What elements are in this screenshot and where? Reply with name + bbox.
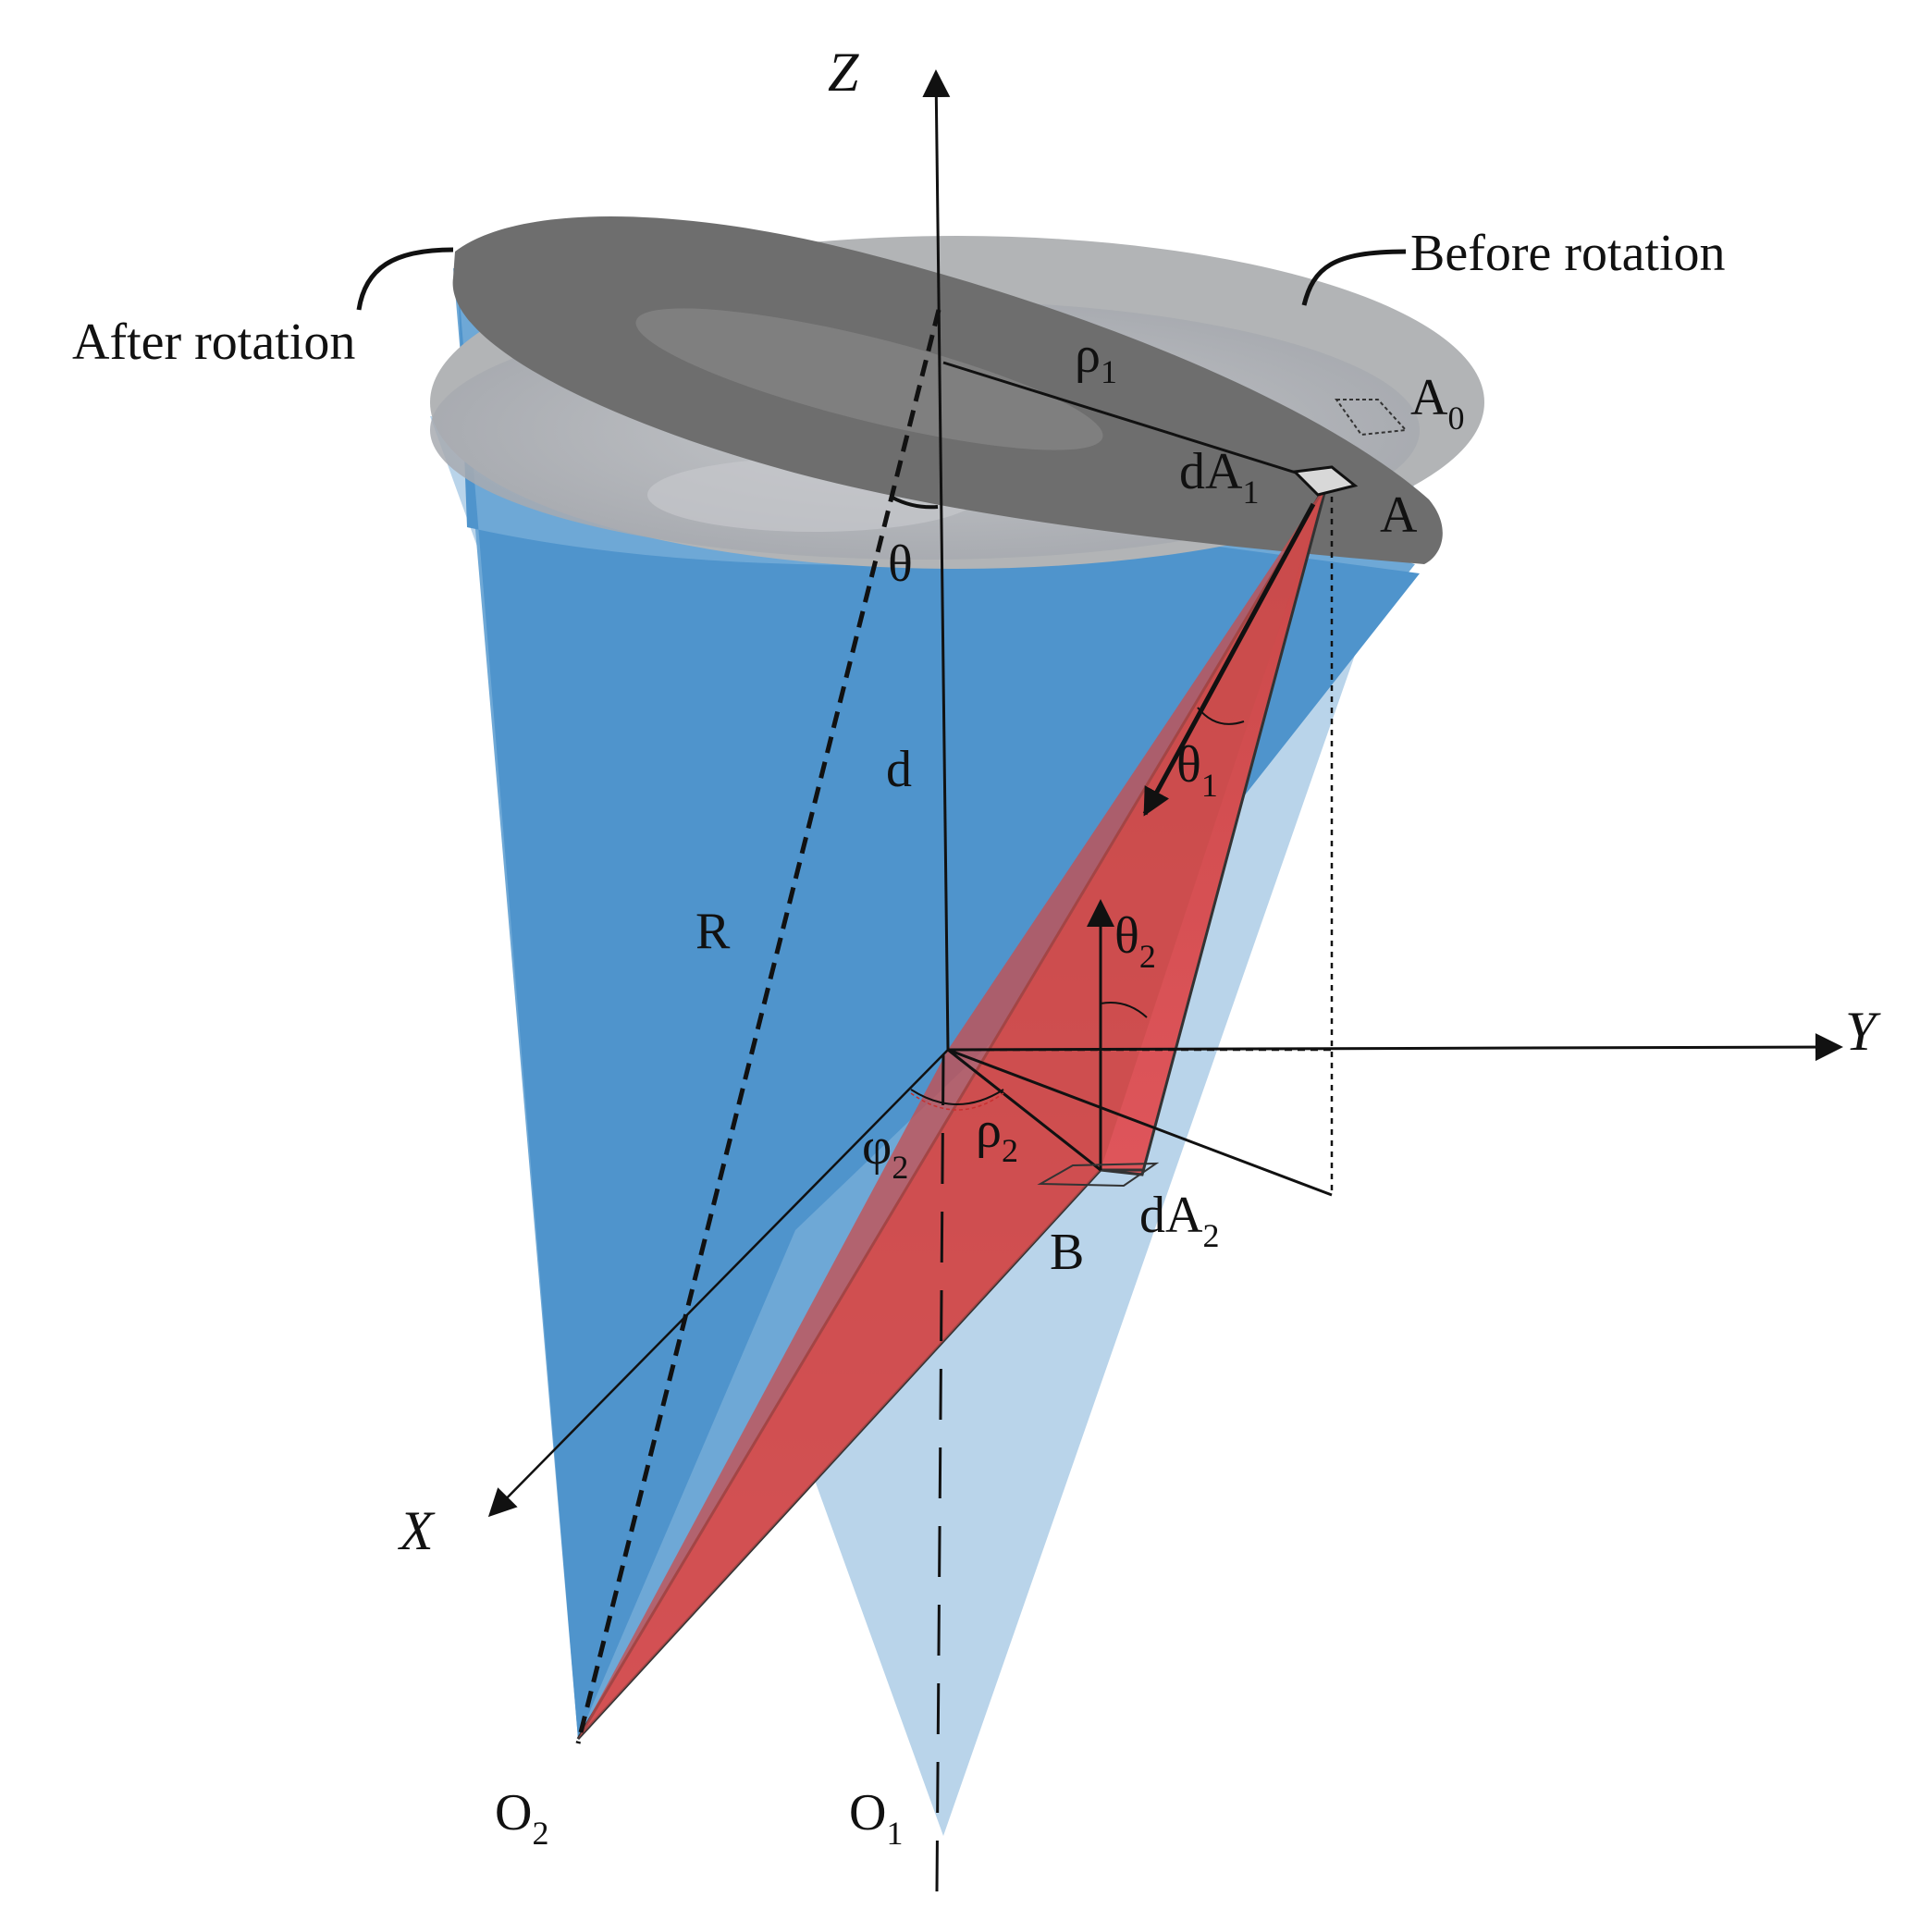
leader-before bbox=[1301, 249, 1407, 306]
z-axis bbox=[922, 69, 951, 1051]
label-a0: A0 bbox=[1410, 369, 1464, 437]
label-y-axis: Y bbox=[1845, 1001, 1881, 1062]
label-theta1: θ1 bbox=[1176, 736, 1218, 804]
label-da1: dA1 bbox=[1179, 443, 1259, 511]
o1-axis-dashed bbox=[935, 1053, 945, 1892]
label-z-axis: Z bbox=[828, 42, 859, 103]
cone-after-rotation bbox=[458, 277, 1420, 1739]
disk-after-highlight bbox=[635, 308, 1103, 450]
label-b: B bbox=[1050, 1224, 1084, 1281]
leader-before-rotation bbox=[1304, 247, 1341, 253]
origin-to-projection bbox=[947, 1048, 1333, 1197]
area-element-da1 bbox=[1291, 465, 1359, 497]
x-axis bbox=[487, 1049, 949, 1518]
label-theta2: θ2 bbox=[1114, 907, 1156, 975]
rho1-line bbox=[942, 361, 1323, 483]
theta2-arc bbox=[1100, 1002, 1148, 1018]
label-a: A bbox=[1380, 486, 1418, 544]
theta1-arrow bbox=[1142, 502, 1316, 817]
label-phi2: φ2 bbox=[862, 1118, 908, 1186]
label-after-rotation: After rotation bbox=[72, 314, 355, 371]
theta-arc bbox=[892, 496, 939, 510]
label-before-rotation: Before rotation bbox=[1410, 225, 1726, 282]
label-theta: θ bbox=[888, 536, 913, 593]
rho2-line bbox=[947, 1048, 1101, 1172]
label-o1: O1 bbox=[849, 1784, 903, 1852]
phi2-arc bbox=[910, 1089, 1004, 1105]
label-x-axis: X bbox=[398, 1500, 436, 1561]
label-da2: dA2 bbox=[1139, 1187, 1219, 1254]
area-element-a0 bbox=[1335, 399, 1409, 437]
leader-after bbox=[356, 247, 454, 311]
label-r: R bbox=[695, 903, 731, 960]
label-rho1: ρ1 bbox=[1075, 326, 1117, 390]
r-dashed-line bbox=[575, 309, 941, 1744]
label-rho2: ρ2 bbox=[976, 1102, 1018, 1169]
area-element-da2 bbox=[1037, 1162, 1160, 1188]
label-d: d bbox=[886, 741, 912, 798]
label-o2: O2 bbox=[495, 1784, 548, 1852]
triangle-dark-face bbox=[578, 483, 1327, 1739]
